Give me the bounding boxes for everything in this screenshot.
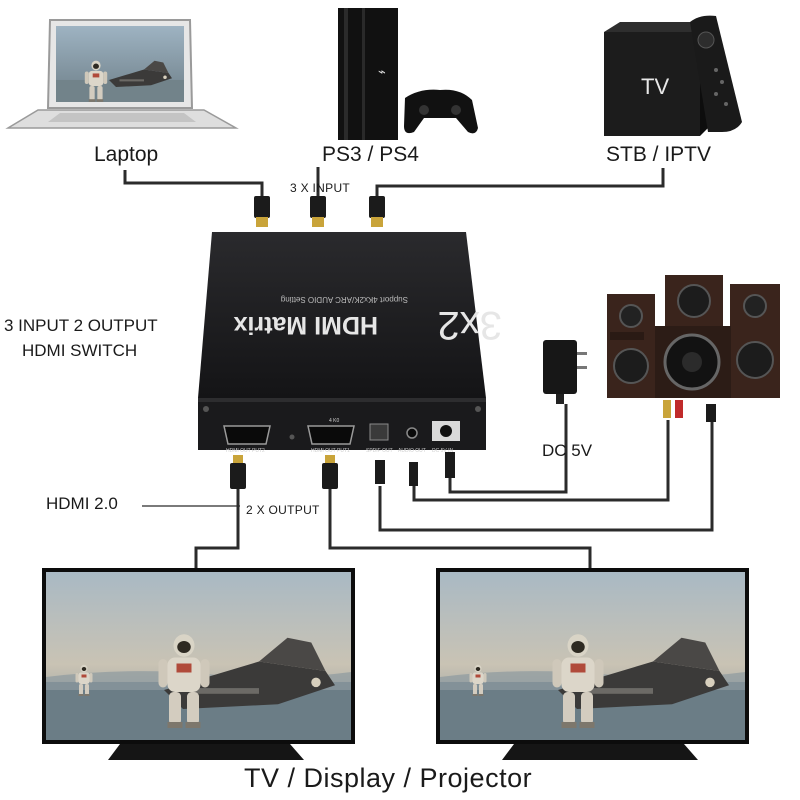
hdmi-version-label: HDMI 2.0 [46, 494, 118, 513]
input-plug-console [310, 196, 326, 227]
port-spdif-label: SPDIF OUT [366, 448, 393, 454]
device-side-label-line1: 3 INPUT 2 OUTPUT [4, 316, 158, 335]
device-subtitle: Support 4Kx2K/ARC AUDIO Setting [281, 295, 408, 304]
port-audio: AUDIO OUT [398, 427, 426, 454]
stb-screen-label: TV [641, 74, 669, 99]
tv-right [436, 568, 749, 760]
input-cables [123, 167, 665, 205]
led-indicator [289, 434, 295, 440]
port-dc: DC 5V IN [432, 421, 460, 454]
remote-illustration [690, 15, 742, 133]
input-plug-stb [369, 196, 385, 227]
device-model-text: 3x2 [438, 303, 503, 347]
output-count-label: 2 X OUTPUT [246, 503, 320, 517]
device-brand-title: HDMI Matrix [233, 311, 378, 339]
device-audio-plugs [375, 452, 455, 486]
output-cable-1 [194, 488, 240, 570]
port-spdif: SPDIF OUT [366, 423, 393, 454]
stb-label: STB / IPTV [606, 143, 712, 166]
ps4-console-illustration: ⌁ [338, 8, 478, 140]
output-plug-2 [322, 455, 338, 489]
svg-text:⌁: ⌁ [378, 64, 386, 79]
output-cables [142, 488, 592, 570]
stb-cable [375, 168, 665, 205]
input-plug-laptop [254, 196, 270, 227]
output-cable-2 [328, 488, 592, 570]
tv-left [42, 568, 355, 760]
laptop-illustration [5, 19, 239, 129]
port-hdmi-out1-top-label: 4 K0 [329, 418, 340, 424]
laptop-label: Laptop [94, 143, 159, 166]
device-side-label-line2: HDMI SWITCH [22, 341, 138, 360]
hdmi-matrix-device: 3x2 HDMI Matrix Support 4Kx2K/ARC AUDIO … [198, 232, 502, 454]
rca-plugs [663, 400, 716, 422]
speakers-illustration [607, 275, 780, 398]
footer-label: TV / Display / Projector [244, 763, 533, 793]
laptop-cable [123, 170, 264, 205]
port-hdmi-out1: 4 K0 HDMI OUT PUT1 [307, 418, 355, 454]
port-hdmi-out2-label: HDMI OUT PUT2 [226, 448, 265, 454]
power-label: DC 5V [542, 441, 593, 460]
port-hdmi-out2: HDMI OUT PUT2 [223, 425, 271, 454]
power-adapter-illustration [543, 340, 587, 404]
audio-cables [378, 404, 714, 532]
output-plug-1 [230, 455, 246, 489]
port-hdmi-out1-label: HDMI OUT PUT1 [311, 448, 350, 454]
console-label: PS3 / PS4 [322, 143, 419, 166]
input-count-label: 3 X INPUT [290, 181, 351, 195]
port-dc-label: DC 5V IN [432, 448, 454, 454]
port-audio-label: AUDIO OUT [398, 448, 426, 454]
